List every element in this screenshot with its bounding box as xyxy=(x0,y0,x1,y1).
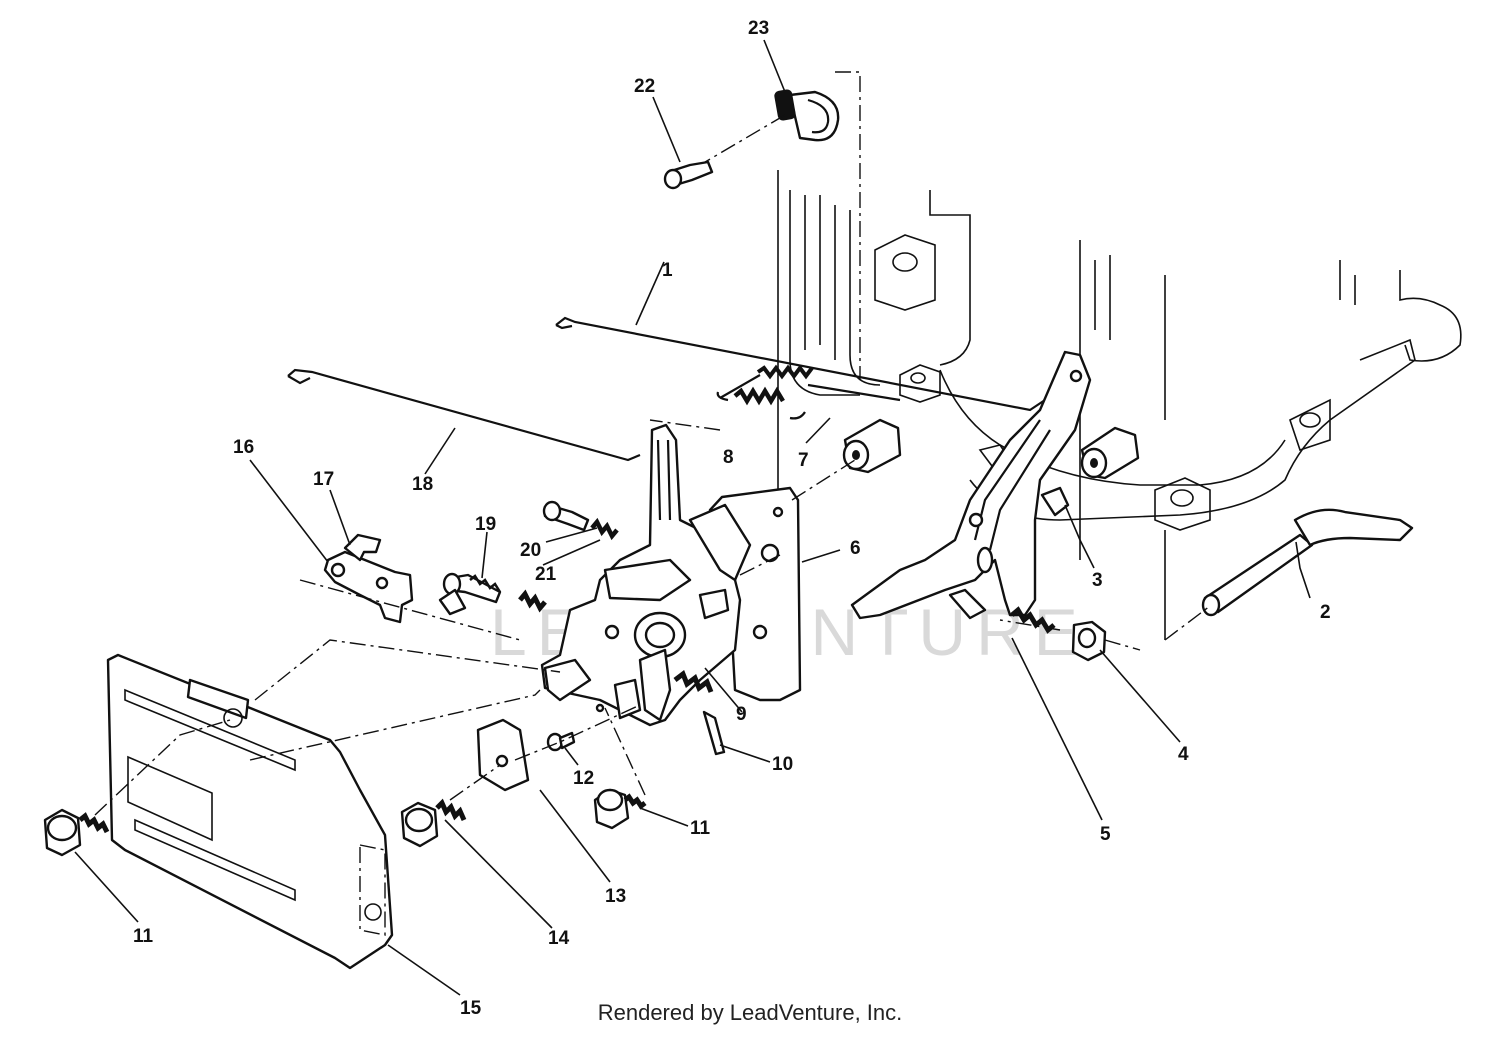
part-9-spring xyxy=(673,670,714,693)
callout-21: 21 xyxy=(535,564,557,585)
part-7-spring xyxy=(719,364,901,402)
part-12-screw xyxy=(546,731,576,752)
part-17-tab xyxy=(343,533,467,616)
callout-9: 9 xyxy=(736,704,747,725)
callout-4: 4 xyxy=(1178,744,1189,765)
callout-14: 14 xyxy=(548,928,570,949)
callout-1: 1 xyxy=(662,260,673,281)
callout-8: 8 xyxy=(723,447,734,468)
callout-11-right: 11 xyxy=(690,818,711,839)
callout-17: 17 xyxy=(313,469,334,490)
callout-23: 23 xyxy=(748,18,769,39)
engine-block xyxy=(777,170,1462,640)
callout-20: 20 xyxy=(520,540,541,561)
callout-10: 10 xyxy=(772,754,793,775)
callout-11-left: 11 xyxy=(133,926,154,947)
part-21-spring xyxy=(590,517,619,541)
callout-labels: 1 2 3 4 5 6 7 8 9 10 11 11 12 13 14 15 1… xyxy=(133,18,1331,1019)
part-1-rod xyxy=(555,316,1046,412)
part-16-plate xyxy=(323,550,414,624)
callout-5: 5 xyxy=(1100,824,1111,845)
callout-22: 22 xyxy=(634,76,655,97)
callout-15: 15 xyxy=(460,998,482,1019)
callout-7: 7 xyxy=(798,450,809,471)
callout-3: 3 xyxy=(1092,570,1103,591)
part-22-screw xyxy=(663,160,714,190)
callout-12: 12 xyxy=(573,768,594,789)
bushing-left xyxy=(842,418,902,474)
part-8-spring xyxy=(716,386,806,420)
callout-18: 18 xyxy=(412,474,433,495)
part-2-rod xyxy=(1201,508,1414,617)
callout-19: 19 xyxy=(475,514,496,535)
part-14-bolt xyxy=(400,798,467,848)
part-5-lever xyxy=(850,350,1092,634)
callout-13: 13 xyxy=(605,886,626,907)
part-4-nut xyxy=(1071,620,1107,662)
callout-6: 6 xyxy=(850,538,861,559)
part-20-screw xyxy=(542,500,590,532)
part-3-pivot xyxy=(1040,486,1070,517)
part-15-cover xyxy=(106,653,394,970)
callout-16: 16 xyxy=(233,437,254,458)
control-bracket-assembly xyxy=(540,423,752,727)
part-13-bracket xyxy=(476,718,530,792)
part-11-bolt-right xyxy=(593,788,647,830)
part-23-clip xyxy=(699,71,861,380)
part-10-cotter xyxy=(702,710,726,756)
bushing-right xyxy=(1080,426,1140,480)
part-11-bolt-left xyxy=(43,808,110,857)
footer-credit: Rendered by LeadVenture, Inc. xyxy=(597,1000,903,1025)
part-18-rod xyxy=(287,368,641,462)
callout-2: 2 xyxy=(1320,602,1331,623)
assembly-lines xyxy=(94,419,1211,816)
leader-lines xyxy=(74,39,1311,996)
